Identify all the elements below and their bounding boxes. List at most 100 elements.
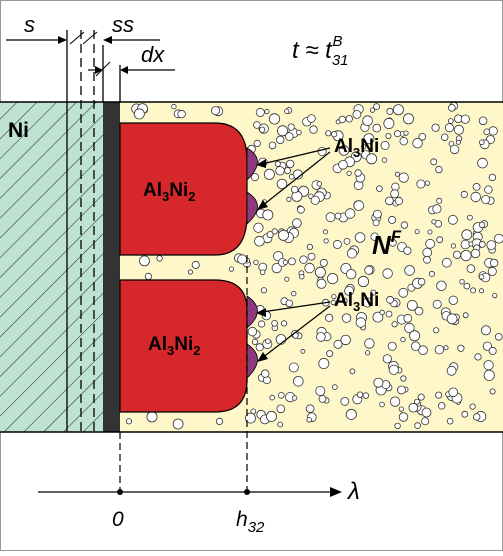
powder-grain (399, 413, 408, 422)
powder-grain (365, 266, 373, 274)
powder-grain (485, 186, 493, 194)
powder-grain (301, 349, 305, 353)
powder-grain (395, 172, 399, 176)
powder-grain (442, 258, 451, 267)
powder-grain (490, 259, 498, 267)
powder-grain (255, 236, 265, 246)
label-ni: Ni (8, 119, 29, 142)
powder-grain (157, 256, 163, 262)
powder-grain (288, 258, 295, 265)
powder-grain (263, 210, 273, 220)
powder-grain (410, 331, 420, 341)
powder-grain (495, 333, 502, 340)
dimension-s (6, 32, 97, 44)
powder-grain (432, 124, 439, 131)
powder-grain (471, 192, 481, 202)
powder-grain (283, 260, 287, 264)
powder-grain (386, 133, 391, 138)
powder-grain (387, 108, 393, 114)
powder-grain (431, 159, 437, 165)
powder-grain (341, 335, 351, 345)
powder-grain (363, 116, 373, 126)
powder-grain (278, 422, 283, 427)
powder-grain (422, 408, 431, 417)
powder-grain (495, 234, 503, 243)
powder-grain (289, 363, 298, 372)
powder-grain (229, 267, 233, 271)
powder-grain (356, 318, 366, 328)
powder-grain (456, 140, 460, 144)
powder-grain (489, 127, 497, 135)
powder-grain (286, 300, 293, 307)
powder-grain (445, 124, 453, 132)
powder-grain (324, 239, 328, 243)
powder-grain (449, 388, 458, 397)
powder-grain (248, 327, 257, 336)
powder-grain (404, 131, 408, 135)
powder-grain (292, 396, 297, 401)
powder-grain (333, 240, 341, 248)
powder-grain (285, 109, 289, 113)
label-ss: ss (112, 12, 134, 37)
powder-grain (395, 423, 401, 429)
powder-grain (433, 205, 441, 213)
powder-grain (386, 311, 392, 317)
powder-grain (297, 130, 302, 135)
powder-grain (460, 279, 465, 284)
powder-grain (418, 278, 425, 285)
powder-grain (355, 233, 365, 243)
powder-grain (256, 344, 263, 351)
powder-grain (479, 117, 487, 125)
powder-grain (415, 307, 423, 315)
powder-grain (428, 230, 432, 234)
powder-grain (286, 160, 294, 168)
powder-grain (449, 296, 458, 305)
powder-grain (285, 277, 289, 281)
powder-grain (319, 358, 329, 368)
powder-grain (212, 107, 220, 115)
powder-grain (320, 259, 327, 266)
ni-hatch (0, 102, 103, 432)
powder-grain (256, 108, 264, 116)
powder-grain (470, 404, 475, 409)
powder-grain (441, 134, 448, 141)
powder-grain (339, 116, 346, 123)
powder-grain (489, 174, 496, 181)
powder-grain (461, 115, 469, 123)
powder-grain (260, 270, 265, 275)
powder-grain (276, 167, 285, 176)
powder-grain (415, 230, 419, 234)
powder-grain (252, 339, 257, 344)
powder-grain (266, 339, 271, 344)
powder-grain (126, 419, 131, 424)
powder-grain (384, 118, 394, 128)
powder-grain (288, 124, 294, 130)
powder-grain (444, 346, 448, 350)
powder-grain (134, 109, 144, 119)
powder-grain (490, 389, 495, 394)
diffusion-wall (103, 102, 120, 432)
powder-grain (433, 300, 441, 308)
powder-grain (178, 110, 186, 118)
label-time: t ≈ t31B (292, 33, 349, 69)
powder-grain (289, 174, 294, 179)
powder-grain (307, 244, 312, 249)
powder-grain (432, 220, 436, 224)
powder-grain (254, 223, 263, 232)
powder-grain (473, 414, 480, 421)
label-h32: h32 (236, 508, 265, 536)
powder-grain (404, 247, 411, 254)
powder-grain (487, 241, 496, 250)
powder-grain (344, 238, 350, 244)
powder-grain (311, 196, 319, 204)
powder-grain (435, 345, 444, 354)
lambda-axis-arrowhead (330, 487, 342, 497)
powder-grain (437, 237, 443, 243)
powder-grain (355, 170, 362, 177)
powder-grain (484, 129, 490, 135)
powder-grain (346, 269, 356, 279)
powder-grain (377, 186, 383, 192)
powder-grain (489, 347, 496, 354)
powder-grain (216, 418, 222, 424)
label-origin: 0 (112, 508, 124, 531)
